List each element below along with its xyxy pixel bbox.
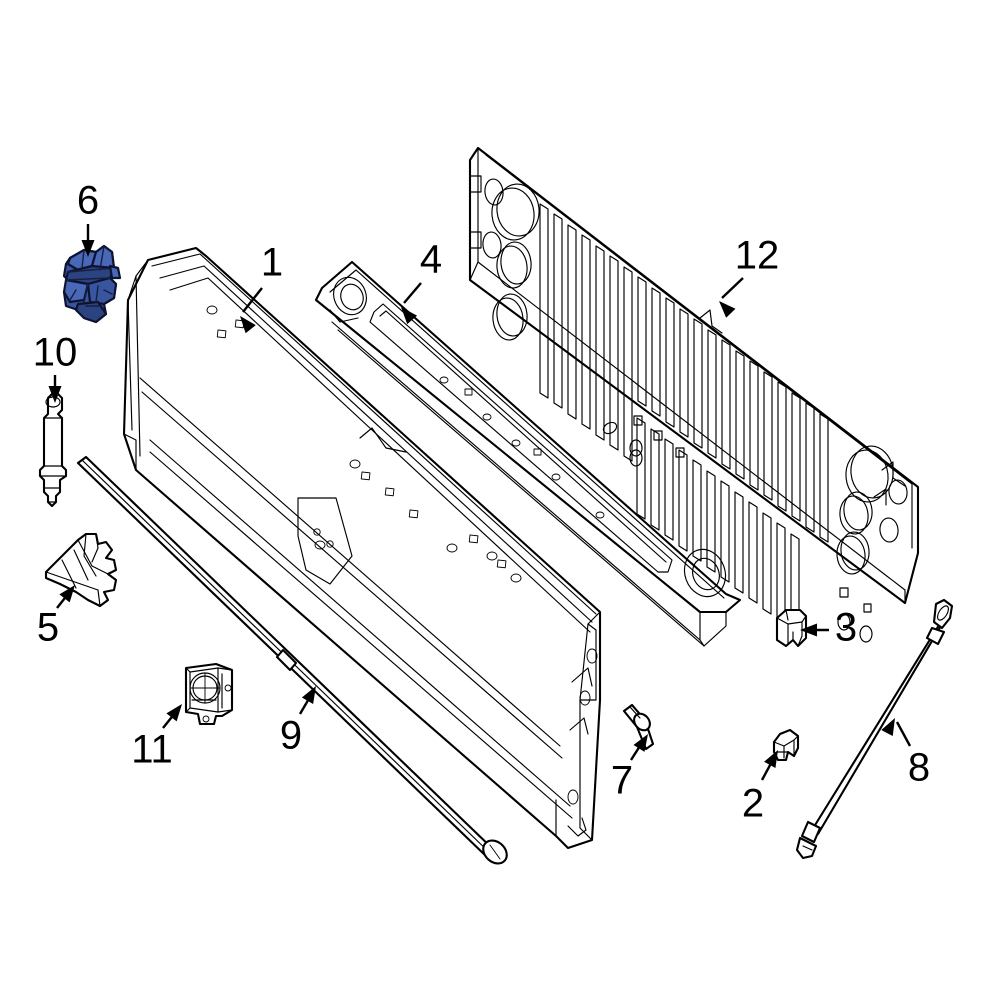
callout-number-label: 2 <box>742 782 764 826</box>
callout-leader-line <box>242 287 263 313</box>
callout-arrowhead <box>800 623 817 637</box>
part-1-tailgate-outer-panel[interactable] <box>122 246 602 850</box>
callout-number-label: 6 <box>77 179 99 223</box>
part-3-upper-stop-bumper[interactable] <box>775 608 808 648</box>
part-11-backup-camera[interactable] <box>184 662 234 726</box>
callout-8-tailgate-support-cable[interactable]: 8 <box>881 715 930 790</box>
callout-arrowhead <box>166 704 182 722</box>
part-12-inner-slotted-panel[interactable] <box>468 146 920 643</box>
callout-leader-line <box>403 282 422 304</box>
callout-number-label: 8 <box>908 746 930 790</box>
callout-number-label: 5 <box>37 606 59 650</box>
callout-9-tailgate-latch-release-rod[interactable]: 9 <box>280 683 322 758</box>
callout-number-label: 9 <box>280 714 302 758</box>
callout-leader-line <box>895 721 912 747</box>
callout-7-tailgate-pivot-rivet-pin[interactable]: 7 <box>611 731 654 803</box>
callout-number-label: 3 <box>835 606 857 650</box>
callout-arrowhead <box>81 240 95 257</box>
callout-number-label: 4 <box>420 238 442 282</box>
part-6-tailgate-latch-actuator[interactable] <box>62 244 122 324</box>
callout-10-tailgate-hinge-pivot-pin[interactable]: 10 <box>33 331 78 403</box>
callout-arrowhead <box>719 301 736 318</box>
callout-12-tailgate-inner-slotted-panel[interactable]: 12 <box>714 234 779 318</box>
callout-number-label: 10 <box>33 331 78 375</box>
callout-3-tailgate-upper-stop-bumper[interactable]: 3 <box>800 606 857 650</box>
callout-number-label: 12 <box>735 234 780 278</box>
callout-arrowhead <box>764 750 778 769</box>
callout-6-tailgate-latch-actuator[interactable]: 6 <box>77 179 99 257</box>
part-2-striker-wedge-bumper[interactable] <box>772 728 800 762</box>
callout-2-tailgate-striker-wedge-bumper[interactable]: 2 <box>742 747 784 826</box>
callout-number-label: 11 <box>131 728 173 772</box>
callout-number-label: 1 <box>261 241 283 285</box>
part-5-hinge-bracket[interactable] <box>44 532 118 608</box>
callout-number-label: 7 <box>611 759 633 803</box>
part-10-hinge-pivot-pin[interactable] <box>38 392 68 508</box>
callout-11-tailgate-backup-camera[interactable]: 11 <box>131 700 187 772</box>
callout-arrowhead <box>881 718 895 737</box>
callout-arrowhead <box>633 734 648 752</box>
callout-arrowhead <box>59 585 75 603</box>
callout-arrowhead <box>240 316 256 334</box>
callout-arrowhead <box>401 307 418 325</box>
callout-arrowhead <box>48 386 62 403</box>
part-8-support-cable[interactable] <box>795 598 954 860</box>
part-9-latch-release-rod[interactable] <box>76 455 511 868</box>
callout-4-tailgate-inner-reinforcement-beam[interactable]: 4 <box>396 238 442 325</box>
callout-arrowhead <box>301 686 316 704</box>
callout-leader-line <box>721 277 744 299</box>
callout-1-tailgate-outer-panel[interactable]: 1 <box>235 241 283 334</box>
callout-5-tailgate-hinge-bracket[interactable]: 5 <box>37 581 80 650</box>
